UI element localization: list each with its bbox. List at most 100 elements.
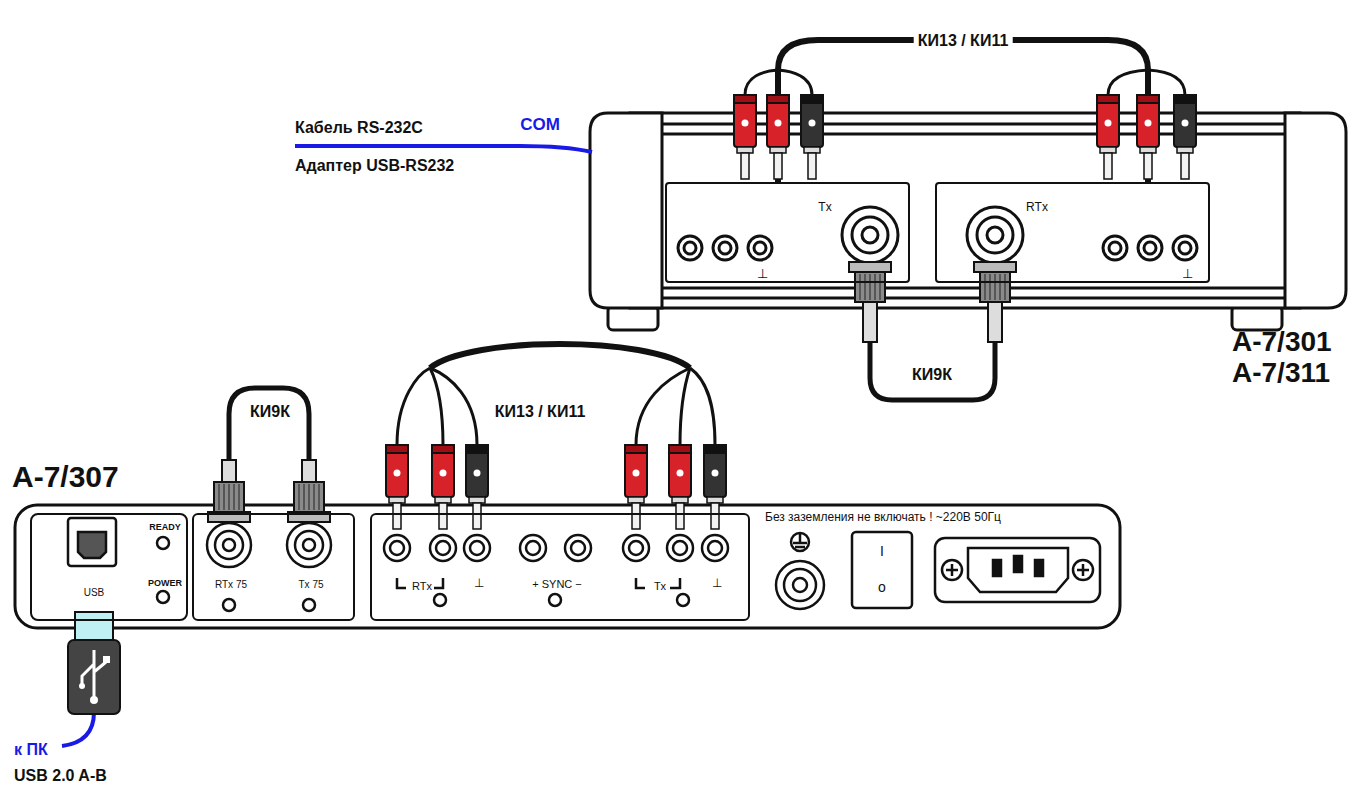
drawing-part [669,445,691,453]
panel-label: RTx 75 [214,579,248,590]
drawing-part [804,147,820,153]
drawing-part [214,482,244,512]
cable-label: КИ13 / КИ11 [914,31,1013,51]
lower-panel-parts [68,518,1100,611]
drawing-part [864,274,866,300]
drawing-part [1140,147,1156,153]
drawing-part [1100,147,1116,153]
text-label: Кабель RS-232C [295,119,423,137]
banana-plug [466,445,488,529]
text-label: I [880,544,884,559]
drawing-part [767,95,789,147]
drawing-part [1181,153,1189,179]
drawing-part [974,262,1016,272]
drawing-part [625,445,647,497]
text-label: Без заземления не включать ! ~220В 50Гц [765,511,1001,524]
banana-plug [801,95,823,179]
drawing-part [988,302,1002,342]
panel-label: RTx [1025,201,1049,214]
banana-plug [625,445,647,529]
drawing-part [980,272,1010,302]
text-label: КИ9К [248,403,292,421]
panel-label: READY [148,523,182,533]
panel-label: ⊥ [756,267,769,281]
drawing-part [633,470,640,477]
device-name: A-7/301 A-7/311 [1232,327,1350,389]
drawing-part [222,460,236,482]
panel-section: RTx⊥+ SYNC −Tx⊥ [370,513,750,621]
banana-plug [432,445,454,529]
panel-label: USB [83,587,106,598]
upper-wires [745,70,1185,95]
drawing-part [1182,120,1189,127]
drawing-part [801,95,823,147]
drawing-part [704,445,726,497]
drawing-part [869,274,871,300]
panel-section: RTx 75 Tx 75 [192,513,355,621]
upper-sockets [678,207,1197,263]
drawing-part [386,445,408,453]
lower-wires [229,344,715,460]
drawing-part [238,484,240,510]
drawing-part [393,503,401,529]
cable-connector [870,283,995,400]
drawing-part [1177,147,1193,153]
drawing-part [994,274,996,300]
device-body: A-7/301 A-7/311Tx⊥RTx⊥ [600,118,1320,305]
upper-housing [590,113,1346,330]
drawing-part [734,95,756,103]
drawing-part [625,445,647,453]
panel-section: RTx ⊥ [935,182,1210,283]
panel-label: ⊥ [711,577,723,590]
panel-section: Tx ⊥ [665,182,910,283]
drawing-part [863,302,877,342]
drawing-part [770,147,786,153]
drawing-part [1174,95,1196,103]
panel-label: Tx [817,201,832,214]
panel-section: READY POWER USB [30,513,188,621]
drawing-part [1105,120,1112,127]
text-label: к ПК [14,741,48,759]
panel-label: ⊥ [1181,267,1194,281]
drawing-part [712,470,719,477]
drawing-part [672,497,688,503]
drawing-part [704,445,726,453]
drawing-part [432,445,454,453]
drawing-part [849,262,891,272]
text-label: КИ13 / КИ11 [493,403,588,421]
drawing-part [394,470,401,477]
drawing-part [742,120,749,127]
panel-label: + SYNC − [531,578,583,590]
drawing-part [859,274,861,300]
banana-plug [1137,95,1159,179]
lower-housing [15,505,1120,628]
drawing-part [473,503,481,529]
drawing-part [669,445,691,497]
drawing-part [233,484,235,510]
drawing-part [318,484,320,510]
drawing-part [298,484,300,510]
drawing-part [218,484,220,510]
drawing-part [741,153,749,179]
drawing-part [440,470,447,477]
drawing-part [474,470,481,477]
drawing-part [1145,120,1152,127]
drawing-part [435,497,451,503]
drawing-part [1097,95,1119,103]
drawing-part [874,274,876,300]
drawing-part [628,497,644,503]
panel-label: Tx 75 [297,579,324,590]
panel-label: POWER [147,579,183,589]
drawing-part [303,484,305,510]
drawing-part [809,120,816,127]
drawing-part [677,470,684,477]
drawing-part [676,503,684,529]
bnc-plug [974,262,1016,342]
cable-connector [778,40,1148,182]
drawing-part [223,484,225,510]
banana-plug [1174,95,1196,179]
drawing-part [879,274,881,300]
banana-plug [734,95,756,179]
